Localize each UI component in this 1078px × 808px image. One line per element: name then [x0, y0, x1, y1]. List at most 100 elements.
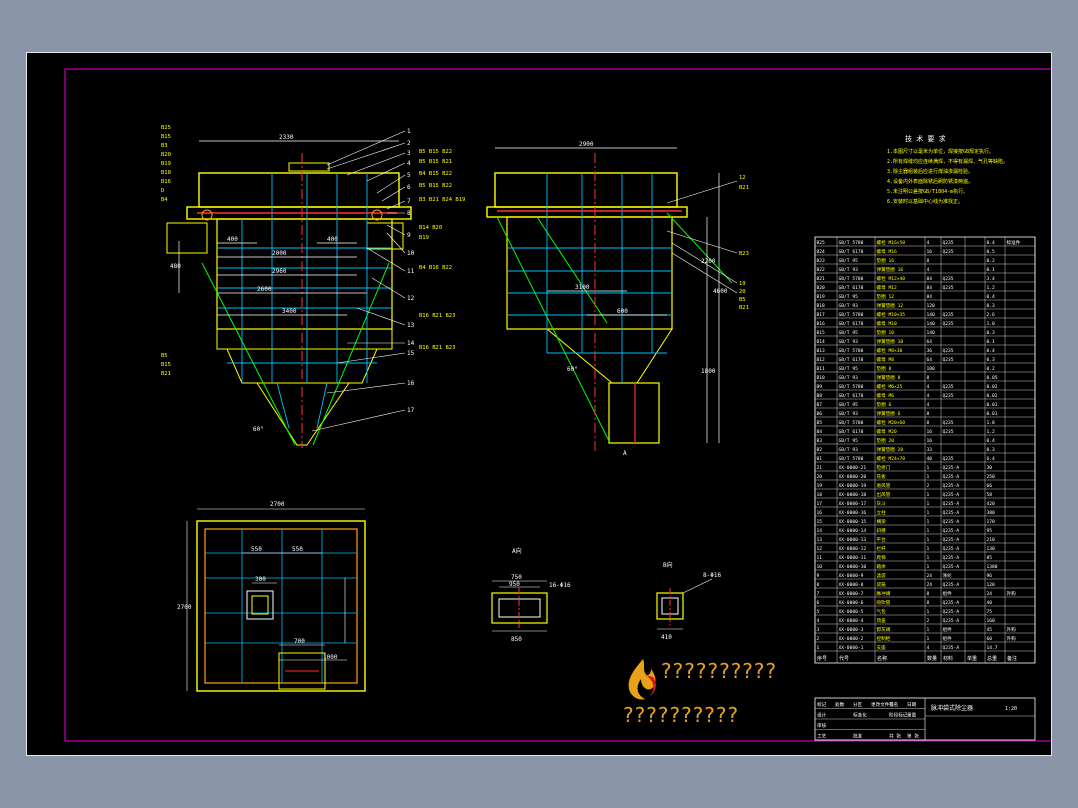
front-dim-1: 2330 [279, 134, 294, 141]
bom-cell: 4 [927, 240, 930, 246]
callout-number: 4 [407, 160, 411, 167]
drawing-sheet: 2330 400 400 2000 2960 2600 3400 480 60° [26, 52, 1052, 756]
bom-cell: XX-0000-11 [839, 555, 867, 561]
bom-cell: B7 [817, 402, 823, 408]
plan-dim-2: 550 [251, 546, 262, 553]
bom-cell: 螺栓 M8×30 [877, 347, 903, 354]
bom-cell: 1 [927, 564, 930, 570]
bom-cell: 1380 [987, 564, 998, 570]
bom-cell: XX-0000-10 [839, 564, 867, 570]
bom-cell: 垫圈 20 [877, 437, 895, 444]
bom-cell: GB/T 5780 [839, 384, 864, 390]
front-inlet-box [166, 222, 208, 254]
bom-cell: 1 [927, 636, 930, 642]
front-dim-2: 400 [227, 236, 238, 243]
bom-cell: GB/T 6170 [839, 321, 864, 327]
bom-cell: XX-0000-16 [839, 510, 867, 516]
bom-cell: 卸灰阀 [877, 626, 891, 633]
bom-cell: 16 [927, 249, 933, 255]
bom-cell: XX-0000-6 [839, 600, 864, 606]
bom-cell: GB/T 93 [839, 339, 859, 345]
title-block-cell: 重量 [907, 712, 917, 719]
title-block-cell: 共 张 [889, 733, 901, 740]
bom-cell: 6.4 [987, 456, 996, 462]
bom-cell: XX-0000-1 [839, 645, 864, 651]
bom-cell: 7 [817, 591, 820, 597]
detail-a: A向 750 950 850 16-Φ16 [491, 547, 571, 643]
bom-cell: 9 [817, 573, 820, 579]
side-internal-grid [507, 173, 672, 383]
bom-header-cell: 代号 [839, 655, 849, 662]
bom-cell: 3 [817, 627, 820, 633]
bom-cell: B3 [817, 438, 823, 444]
title-block-cell: 批准 [853, 733, 863, 740]
bom-cell: 140 [927, 312, 936, 318]
title-block-cell: 日期 [907, 702, 917, 708]
bom-header-cell: 名称 [877, 655, 887, 662]
bom-cell: 0.3 [987, 303, 996, 309]
bom-cell: GB/T 93 [839, 267, 859, 273]
tech-notes-title: 技 术 要 求 [905, 134, 946, 143]
bom-cell: 8 [927, 420, 930, 426]
bom-cell: 1 [927, 555, 930, 561]
bom-cell: XX-0000-13 [839, 537, 867, 543]
plan-dim-5: 2700 [177, 604, 192, 611]
bom-cell: 4 [817, 618, 820, 624]
bom-cell: 螺栓 M24×70 [877, 455, 906, 462]
bom-cell: 1 [927, 492, 930, 498]
bom-cell: 1.2 [987, 285, 996, 291]
bom-cell: Q235 [943, 420, 954, 426]
front-dim-7: 3400 [282, 308, 297, 315]
bom-cell: 涤纶 [943, 572, 953, 579]
bom-cell: Q235-A [943, 483, 960, 489]
bom-cell: B20 [817, 285, 826, 291]
bom-cell: B22 [817, 267, 826, 273]
title-block-cell: 第 张 [907, 733, 919, 740]
bom-cell: 1.2 [987, 429, 996, 435]
bom-cell: Q235 [943, 285, 954, 291]
bom-cell: 0.3 [987, 330, 996, 336]
bom-header-cell: 材料 [943, 655, 953, 662]
bom-cell: 组件 [943, 635, 953, 642]
bom-cell: GB/T 95 [839, 438, 859, 444]
technical-notes: 技 术 要 求 1.本图尺寸以毫米为单位，焊接按GB规定执行。2.所有焊缝均应连… [887, 134, 1008, 205]
bom-cell: 1 [927, 465, 930, 471]
callout-number: 17 [407, 407, 415, 414]
bom-cell: GB/T 95 [839, 330, 859, 336]
bom-cell: 210 [987, 537, 996, 543]
callout-number: 6 [407, 184, 411, 191]
bom-cell: 2 [927, 483, 930, 489]
side-dim-4: 2200 [701, 258, 716, 265]
bom-cell: 垫圈 10 [877, 329, 895, 336]
side-leaders [666, 180, 738, 294]
front-view: 2330 400 400 2000 2960 2600 3400 480 60° [166, 130, 412, 448]
bom-cell: 1 [927, 519, 930, 525]
callout-number: 5 [407, 172, 411, 179]
bom-cell: 1 [927, 501, 930, 507]
bom-header-cell: 总重 [987, 655, 997, 662]
detail-b-title: B向 [663, 561, 673, 569]
bom-cell: Q235-A [943, 465, 960, 471]
bom-cell: 40 [927, 456, 933, 462]
title-block-cell: 标记 [817, 701, 827, 708]
detail-b-dim-1: 8-Φ16 [703, 572, 721, 579]
bom-cell: B5 [817, 420, 823, 426]
bom-cell: 0.01 [987, 411, 998, 417]
bom-cell: Q235 [943, 240, 954, 246]
bom-cell: 140 [927, 321, 936, 327]
bom-cell: Q235-A [943, 600, 960, 606]
bom-cell: XX-0000-8 [839, 582, 864, 588]
callout-number: 14 [407, 340, 415, 347]
left-label: B4 [161, 197, 168, 203]
bom-cell: 24 [987, 591, 993, 597]
bom-cell: 58 [987, 492, 993, 498]
tech-note-line: 5.未注明公差按GB/T1804-m执行。 [887, 188, 968, 195]
bom-cell: B2 [817, 447, 823, 453]
bom-cell: 3.4 [987, 276, 996, 282]
bom-cell: 2.6 [987, 312, 996, 318]
bom-cell: 螺栓 M20×60 [877, 419, 906, 426]
bom-cell: B11 [817, 366, 826, 372]
bom-cell: 10 [817, 564, 823, 570]
side-right-label: B21 [739, 185, 749, 191]
